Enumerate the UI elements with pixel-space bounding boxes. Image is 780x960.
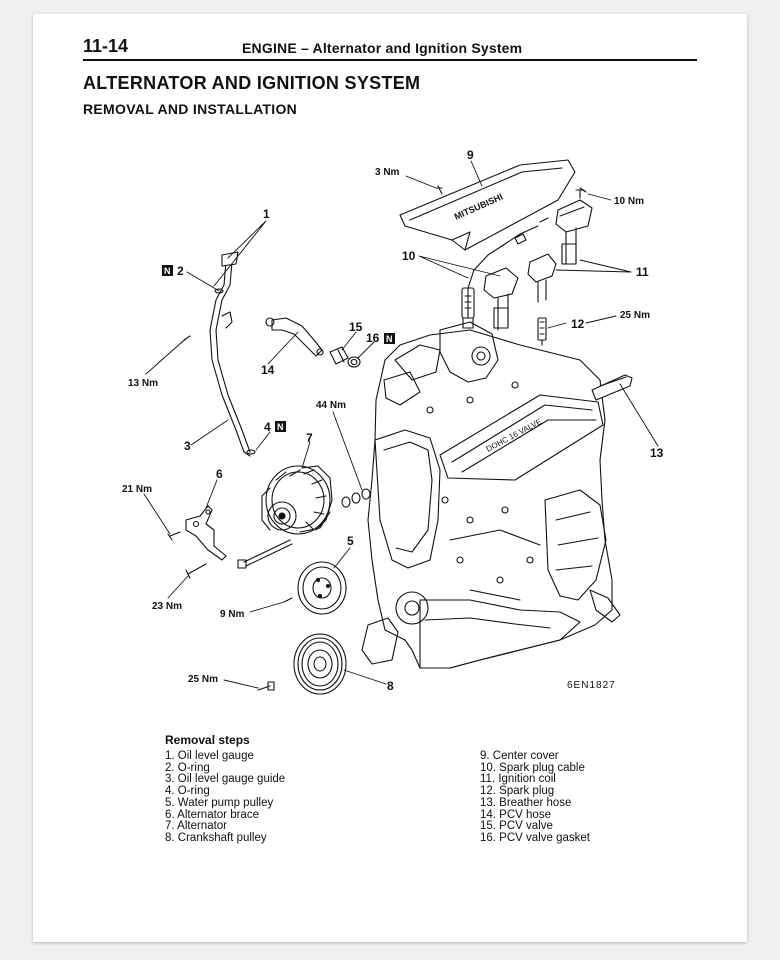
callout-8: 8: [387, 679, 394, 693]
leader-lines: [143, 160, 659, 689]
new-part-marker-2: N: [162, 265, 173, 276]
pcv-valve: [329, 346, 349, 365]
engine-block: DOHC 16 VALVE: [361, 321, 621, 669]
removal-step: 12. Spark plug: [480, 785, 555, 798]
removal-steps-right: 9. Center cover 10. Spark plug cable 11.…: [480, 750, 590, 845]
removal-step: 9. Center cover: [480, 750, 559, 762]
callout-13: 13: [650, 446, 664, 460]
callout-16: 16: [366, 331, 380, 345]
removal-step: 14. PCV hose: [480, 808, 551, 821]
oil-level-gauge-o-ring: [214, 288, 224, 294]
removal-step: 7. Alternator: [165, 820, 228, 833]
bolt-10nm: [579, 187, 587, 193]
torque-13nm: 13 Nm: [128, 378, 158, 389]
spark-plug-cable: [461, 217, 549, 329]
new-part-marker-2-text: N: [164, 266, 171, 276]
removal-step: 2. O-ring: [165, 761, 210, 774]
callout-1: 1: [263, 207, 270, 221]
new-part-marker-16-text: N: [386, 334, 393, 344]
callout-4: 4: [264, 420, 271, 434]
callout-2: 2: [177, 264, 184, 278]
callout-10: 10: [402, 249, 416, 263]
callout-14: 14: [261, 363, 275, 377]
callout-11: 11: [636, 265, 649, 279]
callout-15: 15: [349, 320, 363, 334]
bolt-23nm: [185, 563, 207, 579]
header-rule: [83, 59, 697, 61]
new-part-markers: N N N: [162, 265, 395, 432]
removal-step: 4. O-ring: [165, 785, 210, 798]
spark-plug: [537, 317, 547, 346]
ignition-coil-upper: [555, 189, 593, 265]
torque-9nm: 9 Nm: [220, 609, 245, 620]
bolt-25nm-pulley: [257, 681, 275, 691]
removal-step: 16. PCV valve gasket: [480, 831, 590, 844]
callouts: 1 2 3 4 5 6 7 8 9 10 11 12 13 14 15 16: [177, 148, 664, 693]
torque-25nm-plug: 25 Nm: [620, 310, 650, 321]
callout-6: 6: [216, 467, 223, 481]
section-title: ALTERNATOR AND IGNITION SYSTEM: [83, 73, 421, 93]
bolt-3nm: [435, 185, 443, 195]
new-part-marker-16: N: [384, 333, 395, 344]
oil-level-gauge-guide: [209, 251, 251, 457]
alternator-brace: [185, 505, 227, 561]
torque-3nm: 3 Nm: [375, 167, 400, 178]
removal-step: 13. Breather hose: [480, 796, 572, 809]
removal-step: 1. Oil level gauge: [165, 750, 254, 762]
removal-step: 3. Oil level gauge guide: [165, 773, 286, 786]
torque-44nm: 44 Nm: [316, 400, 346, 411]
new-part-marker-4: N: [275, 421, 286, 432]
removal-step: 15. PCV valve: [480, 820, 553, 833]
removal-step: 11. Ignition coil: [480, 773, 556, 786]
callout-3: 3: [184, 439, 191, 453]
torque-labels: 3 Nm 10 Nm 25 Nm 13 Nm 44 Nm 21 Nm 23 Nm…: [122, 167, 650, 685]
torque-21nm: 21 Nm: [122, 484, 152, 495]
new-part-marker-4-text: N: [277, 422, 284, 432]
guide-o-ring: [246, 449, 256, 455]
crankshaft-pulley: [293, 633, 347, 695]
removal-step: 10. Spark plug cable: [480, 761, 585, 774]
callout-5: 5: [347, 534, 354, 548]
alternator: [261, 465, 333, 535]
bolt-21nm: [167, 531, 181, 541]
pcv-hose: [265, 317, 324, 357]
callout-12: 12: [571, 317, 585, 331]
removal-step: 8. Crankshaft pulley: [165, 831, 267, 844]
bolt-9nm: [283, 597, 293, 603]
ignition-coil-lower: [483, 253, 557, 331]
torque-23nm: 23 Nm: [152, 601, 182, 612]
callout-9: 9: [467, 148, 474, 162]
page-header-title: ENGINE – Alternator and Ignition System: [242, 40, 523, 56]
removal-steps-left: 1. Oil level gauge 2. O-ring 3. Oil leve…: [165, 750, 286, 845]
page-number: 11-14: [83, 36, 129, 56]
figure-code: 6EN1827: [567, 680, 616, 691]
alternator-bolt: [237, 539, 293, 569]
water-pump-pulley: [297, 561, 347, 615]
torque-25nm-pulley: 25 Nm: [188, 674, 218, 685]
washers-44nm: [341, 488, 371, 508]
breather-hose: [591, 374, 633, 401]
torque-10nm: 10 Nm: [614, 196, 644, 207]
removal-step: 5. Water pump pulley: [165, 796, 274, 809]
pcv-valve-gasket: [347, 356, 361, 368]
removal-steps-heading: Removal steps: [165, 733, 250, 747]
removal-step: 6. Alternator brace: [165, 808, 259, 821]
callout-7: 7: [306, 431, 313, 445]
center-cover: MITSUBISHI: [399, 159, 576, 251]
section-subtitle: REMOVAL AND INSTALLATION: [83, 101, 298, 117]
